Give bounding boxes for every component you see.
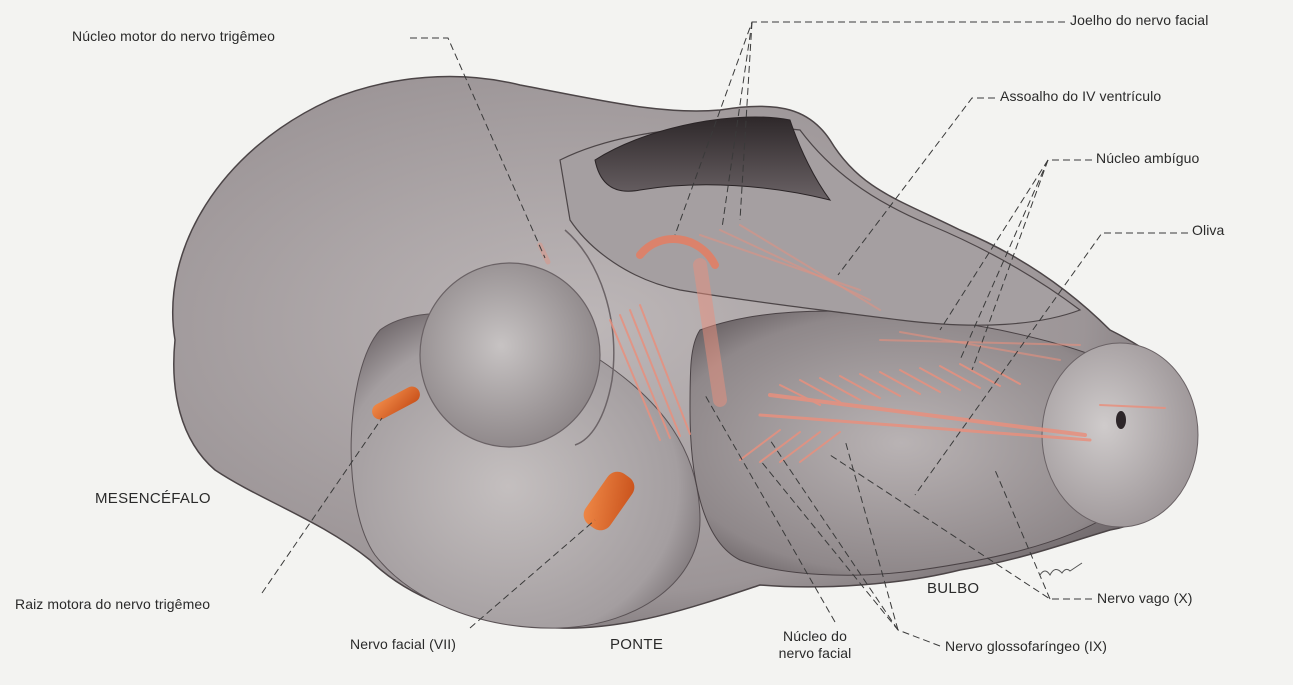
label-ponte: PONTE — [610, 636, 663, 653]
label-nucleo-do-nervo-facial: Núcleo do nervo facial — [760, 628, 870, 662]
label-nucleo-motor-trigemeo: Núcleo motor do nervo trigêmeo — [72, 28, 275, 44]
label-assoalho-iv-ventriculo: Assoalho do IV ventrículo — [1000, 88, 1161, 104]
label-nervo-vago-x: Nervo vago (X) — [1097, 590, 1193, 606]
label-nucleo-do-line2: nervo facial — [760, 645, 870, 662]
label-nucleo-ambiguo: Núcleo ambíguo — [1096, 150, 1199, 166]
label-nervo-facial-vii: Nervo facial (VII) — [350, 636, 456, 652]
label-joelho-nervo-facial: Joelho do nervo facial — [1070, 12, 1208, 28]
label-nervo-glossofaringeo-ix: Nervo glossofaríngeo (IX) — [945, 638, 1107, 654]
label-nucleo-do-line1: Núcleo do — [760, 628, 870, 645]
label-raiz-motora-trigemeo: Raiz motora do nervo trigêmeo — [15, 596, 210, 612]
label-oliva: Oliva — [1192, 222, 1224, 238]
brainstem-body — [173, 77, 1198, 629]
label-mesencefalo: MESENCÉFALO — [95, 490, 211, 507]
label-bulbo: BULBO — [927, 580, 979, 597]
artist-signature — [1040, 563, 1082, 575]
